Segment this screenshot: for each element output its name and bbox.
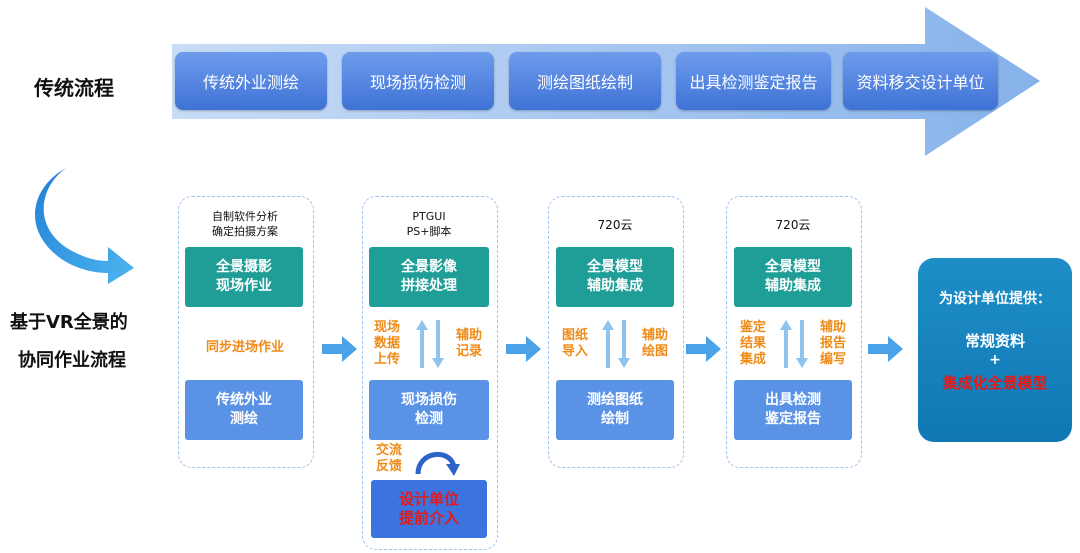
stage-3-left-line2: 导入 <box>562 344 589 359</box>
stage-1-top-line1: 全景摄影 <box>216 259 272 275</box>
stage-2-bottom-line2: 检测 <box>415 411 443 427</box>
stage-2-top-line1: 全景影像 <box>401 259 457 275</box>
stage-2-feedback-line1: 交流 <box>376 443 403 458</box>
final-deliverables-box: 为设计单位提供： 常规资料 + 集成化全景模型 <box>918 258 1072 442</box>
trad-step-drawing: 测绘图纸绘制 <box>509 52 661 110</box>
stage-2-right-line1: 辅助 <box>456 328 483 343</box>
stage-4-note: 720云 <box>775 218 811 232</box>
stage-2-note-line1: PTGUI <box>412 210 446 223</box>
stage-2-feedback-text: 交流 反馈 <box>376 443 402 475</box>
stage-2-bottom-line1: 现场损伤 <box>401 392 457 408</box>
stage-4-left-text: 鉴定 结果 集成 <box>740 320 766 368</box>
stage-3-bottom-line1: 测绘图纸 <box>587 392 643 408</box>
stage-4-right-line1: 辅助 <box>820 320 847 335</box>
stage-4-model-integration: 全景模型 辅助集成 <box>734 247 852 307</box>
stage-2-right-line2: 记录 <box>456 344 483 359</box>
trad-step-handover: 资料移交设计单位 <box>843 52 998 110</box>
stage-3-right-text: 辅助 绘图 <box>642 328 668 360</box>
trad-step-damage-detection: 现场损伤检测 <box>342 52 494 110</box>
final-title: 为设计单位提供： <box>939 291 1051 307</box>
stage-4-left-line2: 结果 <box>740 336 767 351</box>
stage-3-bottom-line2: 绘制 <box>601 411 629 427</box>
stage-1-traditional-survey: 传统外业 测绘 <box>185 380 303 440</box>
stage-2-left-line2: 数据 <box>374 336 401 351</box>
stage-3-left-text: 图纸 导入 <box>562 328 588 360</box>
up-down-arrows-icon <box>602 320 630 368</box>
stage-2-left-line1: 现场 <box>374 320 401 335</box>
stage-4-top-line1: 全景模型 <box>765 259 821 275</box>
stage-2-feedback-line2: 反馈 <box>376 459 403 474</box>
connector-arrow-icon <box>506 336 541 362</box>
stage-4-left-line3: 集成 <box>740 352 767 367</box>
stage-2-damage-detection: 现场损伤 检测 <box>369 380 489 440</box>
stage-3-top-line1: 全景模型 <box>587 259 643 275</box>
final-item-panorama-model: 集成化全景模型 <box>942 374 1048 392</box>
stage-4-right-line3: 编写 <box>820 352 847 367</box>
up-down-arrows-icon <box>780 320 808 368</box>
vr-process-label-line2: 协同作业流程 <box>18 350 126 371</box>
curved-arrow-icon <box>35 168 134 284</box>
stage-2-right-text: 辅助 记录 <box>456 328 482 360</box>
stage-4-right-text: 辅助 报告 编写 <box>820 320 846 368</box>
stage-4-bottom-line2: 鉴定报告 <box>765 411 821 427</box>
final-plus: + <box>989 352 1001 368</box>
stage-4-top-line2: 辅助集成 <box>765 278 821 294</box>
stage-2-designer-involvement: 设计单位 提前介入 <box>371 480 487 538</box>
stage-3-model-integration: 全景模型 辅助集成 <box>556 247 674 307</box>
final-item-regular: 常规资料 <box>964 332 1025 350</box>
stage-2-left-text: 现场 数据 上传 <box>374 320 400 368</box>
stage-2-top-line2: 拼接处理 <box>401 278 457 294</box>
stage-4-right-line2: 报告 <box>820 336 847 351</box>
stage-1-top-line2: 现场作业 <box>216 278 272 294</box>
connector-arrow-icon <box>322 336 357 362</box>
traditional-process-label: 传统流程 <box>34 76 114 100</box>
stage-4-bottom-line1: 出具检测 <box>765 392 821 408</box>
stage-3-top-line2: 辅助集成 <box>587 278 643 294</box>
stage-3-left-line1: 图纸 <box>562 328 589 343</box>
stage-3-note: 720云 <box>597 218 633 232</box>
stage-1-bottom-line1: 传统外业 <box>216 392 272 408</box>
feedback-loop-arrow-icon <box>415 451 460 476</box>
stage-1-sync-text: 同步进场作业 <box>205 340 284 355</box>
connector-arrow-icon <box>686 336 721 362</box>
stage-4-left-line1: 鉴定 <box>740 320 767 335</box>
stage-3-right-line1: 辅助 <box>642 328 669 343</box>
trad-step-report: 出具检测鉴定报告 <box>676 52 831 110</box>
up-down-arrows-icon <box>416 320 444 368</box>
stage-3-drawing: 测绘图纸 绘制 <box>556 380 674 440</box>
stage-2-extra-line2: 提前介入 <box>398 509 459 527</box>
stage-2-note-line2: PS+脚本 <box>406 225 452 238</box>
stage-3-right-line2: 绘图 <box>642 344 669 359</box>
stage-1-note-line2: 确定拍摄方案 <box>212 225 278 238</box>
stage-4-report: 出具检测 鉴定报告 <box>734 380 852 440</box>
stage-1-note-line1: 自制软件分析 <box>212 210 278 223</box>
stage-2-left-line3: 上传 <box>374 352 401 367</box>
connector-arrow-icon <box>868 336 903 362</box>
stage-2-image-stitching: 全景影像 拼接处理 <box>369 247 489 307</box>
stage-2-extra-line1: 设计单位 <box>398 490 459 508</box>
stage-1-bottom-line2: 测绘 <box>230 411 258 427</box>
vr-process-label-line1: 基于VR全景的 <box>10 312 128 333</box>
trad-step-field-survey: 传统外业测绘 <box>175 52 327 110</box>
stage-1-panorama-shooting: 全景摄影 现场作业 <box>185 247 303 307</box>
